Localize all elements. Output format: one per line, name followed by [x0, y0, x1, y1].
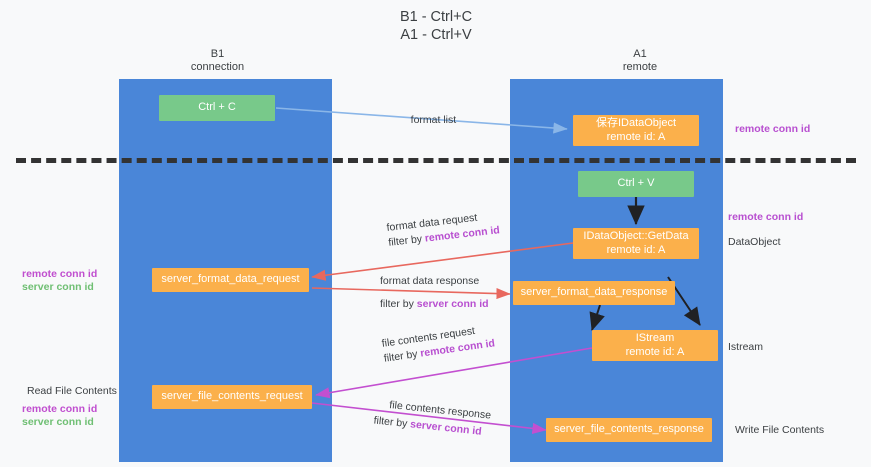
arrow-label-format-data-response-line1: format data response	[380, 275, 480, 287]
filter-by-text: filter by	[380, 298, 417, 310]
node-server-file-contents-request[interactable]: server_file_contents_request	[152, 385, 312, 409]
node-ctrl-c[interactable]: Ctrl + C	[159, 95, 275, 121]
side-label-istream: Istream	[728, 341, 764, 353]
node-istream[interactable]: IStream remote id: A	[592, 330, 718, 361]
node-server-format-data-response[interactable]: server_format_data_response	[513, 281, 675, 305]
side-label-remote-conn-id-top: remote conn id	[735, 123, 811, 135]
node-ctrl-v[interactable]: Ctrl + V	[578, 171, 694, 197]
filter-by-text: filter by	[383, 347, 422, 365]
legend-bottom-server: server conn id	[22, 416, 94, 428]
legend-mid-remote: remote conn id	[22, 268, 98, 280]
node-idataobject-getdata[interactable]: IDataObject::GetData remote id: A	[573, 228, 699, 259]
side-label-remote-conn-id-mid: remote conn id	[728, 211, 804, 223]
legend-mid: remote conn id server conn id	[22, 268, 97, 294]
arrow-label-format-data-request: format data request filter by remote con…	[386, 209, 500, 250]
legend-bottom: remote conn id server conn id	[22, 403, 97, 429]
arrow-label-format-data-response-line2: filter by server conn id	[380, 298, 489, 311]
node-save-idataobject[interactable]: 保存IDataObject remote id: A	[573, 115, 699, 146]
arrow-label-format-list-line1: format list	[410, 114, 457, 126]
arrow-label-file-contents-request: file contents request filter by remote c…	[381, 322, 496, 365]
accent-server-conn-id: server conn id	[416, 298, 489, 310]
legend-bottom-remote: remote conn id	[22, 403, 98, 415]
filter-by-text: filter by	[387, 232, 426, 249]
side-label-dataobject: DataObject	[728, 236, 781, 248]
page-title: B1 - Ctrl+C A1 - Ctrl+V	[399, 9, 473, 43]
side-label-read-file-contents: Read File Contents	[27, 385, 117, 397]
arrow-label-file-contents-response: file contents response filter by server …	[373, 399, 492, 440]
accent-server-conn-id: server conn id	[409, 418, 483, 438]
arrow-label-format-list: format list	[399, 101, 457, 140]
phase-divider	[16, 158, 856, 163]
column-header-b1: B1 connection	[190, 48, 245, 73]
filter-by-text: filter by	[373, 414, 411, 431]
node-server-format-data-request[interactable]: server_format_data_request	[152, 268, 309, 292]
column-header-a1: A1 remote	[622, 48, 658, 73]
side-label-write-file-contents: Write File Contents	[735, 424, 825, 436]
legend-mid-server: server conn id	[22, 281, 94, 293]
arrow-label-format-data-response: format data response filter by server co…	[380, 275, 489, 311]
node-server-file-contents-response[interactable]: server_file_contents_response	[546, 418, 712, 442]
